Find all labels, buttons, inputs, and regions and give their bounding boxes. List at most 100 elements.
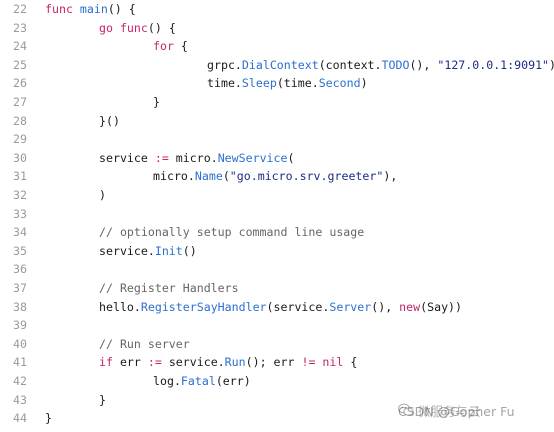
code-text: } xyxy=(99,391,106,410)
code-token: ( xyxy=(222,169,230,184)
code-token: ( xyxy=(287,150,295,165)
code-token: (); err xyxy=(245,355,302,370)
watermark: 微服务与云 CSDN @Gopher Fu xyxy=(398,398,481,422)
code-token: service. xyxy=(161,355,225,370)
code-text: // Register Handlers xyxy=(99,279,239,298)
csdn-watermark: CSDN @Gopher Fu xyxy=(398,404,515,419)
code-text: } xyxy=(45,409,52,428)
line-number: 32 xyxy=(13,188,27,202)
code-text: func main() { xyxy=(45,0,136,19)
code-line: 28 }() xyxy=(0,112,554,131)
code-token: micro. xyxy=(153,169,195,184)
code-token: (), xyxy=(409,57,438,72)
code-token: := xyxy=(154,150,169,165)
code-token: func xyxy=(45,2,80,16)
code-token: // Register Handlers xyxy=(99,281,239,295)
code-token: hello. xyxy=(99,299,141,314)
code-line: 44} xyxy=(0,409,554,428)
code-token: } xyxy=(99,392,106,407)
code-token: Sleep xyxy=(241,76,277,91)
code-token: Name xyxy=(194,169,223,184)
code-line: 43} xyxy=(0,391,554,410)
line-number: 28 xyxy=(13,113,27,128)
code-text: hello.RegisterSayHandler(service.Server (… xyxy=(99,298,462,317)
line-number: 33 xyxy=(13,206,27,221)
code-token: grpc. xyxy=(207,57,242,72)
code-token: ), xyxy=(383,169,398,184)
code-line: 25 grpc.DialContext(context.TODO(), "127.… xyxy=(0,56,554,75)
line-number: 37 xyxy=(13,281,27,295)
code-text: go func() { xyxy=(99,19,176,38)
code-token: := xyxy=(147,355,162,370)
code-line: 27} xyxy=(0,93,554,112)
line-number: 25 xyxy=(13,57,27,72)
code-token: (context. xyxy=(318,57,382,72)
code-token: () { xyxy=(147,20,176,35)
line-number: 30 xyxy=(13,150,27,165)
code-line: 23 go func() { xyxy=(0,19,554,38)
code-line: 39 xyxy=(0,316,554,335)
code-line: 34 // optionally setup command line usage xyxy=(0,223,554,242)
code-text: service.Init() xyxy=(99,242,197,261)
code-line: 22 func main() { xyxy=(0,0,554,19)
code-token: micro. xyxy=(168,150,218,165)
code-token: log. xyxy=(153,374,181,388)
code-token: (service. xyxy=(266,299,330,314)
code-line: 40// Run server xyxy=(0,335,554,354)
code-text: if err := service.Run(); err != nil { xyxy=(99,353,357,372)
line-number: 39 xyxy=(13,318,27,333)
code-token: (Say)) xyxy=(420,299,463,314)
code-text: time.Sleep(time.Second) xyxy=(207,74,368,93)
code-text: // Run server xyxy=(99,335,190,354)
code-token: { xyxy=(343,355,358,370)
code-token: "127.0.0.1:9091" xyxy=(437,57,550,72)
code-token: Server xyxy=(329,299,372,314)
line-number: 27 xyxy=(13,95,27,109)
code-line: 38 hello.RegisterSayHandler(service.Serve… xyxy=(0,298,554,317)
code-token: ) xyxy=(99,188,106,202)
code-text: } xyxy=(153,93,160,112)
code-token: RegisterSayHandler xyxy=(140,299,267,314)
code-token: main xyxy=(79,2,108,16)
code-line: 37 // Register Handlers xyxy=(0,279,554,298)
code-token: func xyxy=(119,20,148,35)
code-token: err xyxy=(112,355,148,370)
line-number: 43 xyxy=(13,392,27,407)
line-number: 29 xyxy=(13,132,27,147)
code-token: service. xyxy=(99,243,155,258)
code-text: ) xyxy=(99,186,106,205)
code-token: }() xyxy=(99,113,120,128)
line-number: 22 xyxy=(13,2,27,16)
line-number: 44 xyxy=(13,411,27,426)
code-token: // Run server xyxy=(99,336,190,351)
code-token: () { xyxy=(107,2,136,16)
line-number: 23 xyxy=(13,20,27,35)
line-number: 41 xyxy=(13,355,27,370)
line-number: 34 xyxy=(13,225,27,240)
code-token: DialContext xyxy=(241,57,319,72)
code-token: if xyxy=(99,355,113,370)
code-text: grpc.DialContext(context.TODO(), "127.0.… xyxy=(207,56,554,75)
code-token: Init xyxy=(154,243,183,258)
line-number: 35 xyxy=(13,243,27,258)
line-number: 38 xyxy=(13,299,27,314)
code-token: != xyxy=(301,355,316,370)
watermark-overlay-text: 微服务与云 xyxy=(418,403,481,419)
code-line: 35 service.Init() xyxy=(0,242,554,261)
code-token: } xyxy=(45,411,52,426)
code-token: ) xyxy=(549,58,554,72)
code-token: } xyxy=(153,95,160,109)
code-token: go xyxy=(99,20,120,35)
code-token: // optionally setup command line usage xyxy=(99,225,365,240)
code-token: service xyxy=(99,150,155,165)
code-token: nil xyxy=(322,355,344,370)
code-text: for { xyxy=(153,37,188,56)
code-line: 33 xyxy=(0,205,554,224)
code-token: { xyxy=(173,39,188,54)
code-token: (err) xyxy=(215,374,251,388)
